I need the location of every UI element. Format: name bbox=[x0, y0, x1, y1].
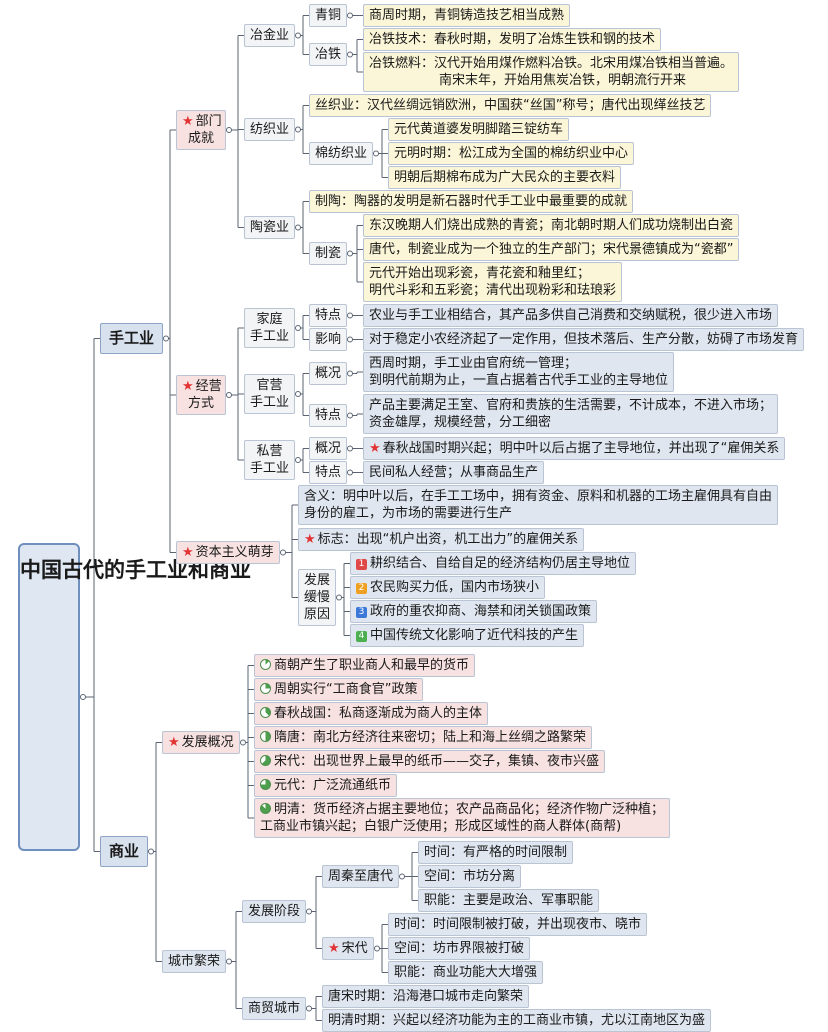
node-capitalism-meaning[interactable]: 含义：明中叶以后，在手工工场中，拥有资金、原料和机器的工场主雇佣具有自由身份的雇… bbox=[298, 485, 779, 525]
topic-official-feature[interactable]: 特点 bbox=[309, 404, 348, 427]
progress-pie-icon bbox=[260, 659, 271, 670]
node-song-space[interactable]: 空间：坊市界限被打破 bbox=[388, 937, 531, 960]
topic-zhouqin-tang[interactable]: 周秦至唐代 bbox=[322, 865, 400, 888]
star-icon: ★ bbox=[328, 941, 340, 956]
topic-city-prosperity[interactable]: 城市繁荣 bbox=[162, 950, 227, 973]
topic-porcelain[interactable]: 制瓷 bbox=[309, 242, 348, 265]
node-cotton-1[interactable]: 元代黄道婆发明脚踏三锭纺车 bbox=[388, 118, 570, 141]
node-overview-shang[interactable]: 商朝产生了职业商人和最早的货币 bbox=[254, 654, 476, 677]
node-cotton-2[interactable]: 元明时期：松江成为全国的棉纺织业中心 bbox=[388, 142, 635, 165]
node-overview-suitang[interactable]: 隋唐：南北方经济往来密切；陆上和海上丝绸之路繁荣 bbox=[254, 726, 593, 749]
node-bronze-detail[interactable]: 商周时期，青铜铸造技艺相当成熟 bbox=[363, 4, 571, 27]
topic-private-handicraft[interactable]: 私营手工业 bbox=[244, 440, 296, 480]
root-topic[interactable]: 中国古代的手工业和商业 bbox=[18, 543, 251, 851]
topic-capitalism-sprouts[interactable]: ★资本主义萌芽 bbox=[176, 541, 280, 564]
node-overview-song[interactable]: 宋代：出现世界上最早的纸币——交子，集镇、夜市兴盛 bbox=[254, 750, 606, 773]
star-icon: ★ bbox=[304, 532, 316, 547]
node-private-feature[interactable]: 民间私人经营；从事商品生产 bbox=[363, 461, 545, 484]
star-icon: ★ bbox=[182, 545, 194, 560]
topic-private-overview[interactable]: 概况 bbox=[309, 437, 348, 460]
topic-cotton[interactable]: 棉纺织业 bbox=[309, 142, 374, 165]
topic-business-modes[interactable]: ★经营方式 bbox=[176, 375, 226, 415]
progress-pie-icon bbox=[260, 683, 271, 694]
topic-textile[interactable]: 纺织业 bbox=[244, 118, 296, 141]
topic-sector-achievements[interactable]: ★部门成就 bbox=[176, 110, 226, 150]
topic-household-feature[interactable]: 特点 bbox=[309, 304, 348, 327]
node-trade-mingqing[interactable]: 明清时期：兴起以经济功能为主的工商业市镇，尤以江南地区为盛 bbox=[322, 1009, 712, 1032]
topic-household-handicraft[interactable]: 家庭手工业 bbox=[244, 308, 296, 348]
star-icon: ★ bbox=[369, 441, 381, 456]
node-overview-mingqing[interactable]: 明清：货币经济占据主要地位；农产品商品化；经济作物广泛种植；工商业市镇兴起；白银… bbox=[254, 798, 671, 838]
topic-development-overview[interactable]: ★发展概况 bbox=[162, 731, 240, 754]
number-4-icon: 4 bbox=[356, 631, 367, 642]
node-zhouqin-function[interactable]: 职能：主要是政治、军事职能 bbox=[418, 889, 600, 912]
topic-official-overview[interactable]: 概况 bbox=[309, 362, 348, 385]
number-3-icon: 3 bbox=[356, 607, 367, 618]
node-overview-zhou[interactable]: 周朝实行“工商食官”政策 bbox=[254, 678, 424, 701]
star-icon: ★ bbox=[168, 735, 180, 750]
node-iron-fuel[interactable]: 冶铁燃料：汉代开始用煤作燃料冶铁。北宋用煤冶铁相当普遍。 南宋末年，开始用焦炭冶… bbox=[363, 52, 740, 92]
number-1-icon: 1 bbox=[356, 559, 367, 570]
node-official-overview[interactable]: 西周时期，手工业由官府统一管理；到明代前期为止，一直占据着古代手工业的主导地位 bbox=[363, 352, 675, 392]
topic-bronze[interactable]: 青铜 bbox=[309, 4, 348, 27]
progress-pie-icon bbox=[260, 707, 271, 718]
node-official-feature[interactable]: 产品主要满足王室、官府和贵族的生活需要，不计成本，不进入市场；资金雄厚，规模经营… bbox=[363, 394, 779, 434]
topic-household-impact[interactable]: 影响 bbox=[309, 328, 348, 351]
topic-official-handicraft[interactable]: 官营手工业 bbox=[244, 374, 296, 414]
node-overview-yuan[interactable]: 元代：广泛流通纸币 bbox=[254, 774, 398, 797]
topic-song-dynasty[interactable]: ★宋代 bbox=[322, 937, 374, 960]
topic-handicraft[interactable]: 手工业 bbox=[100, 323, 164, 354]
node-porcelain-2[interactable]: 唐代，制瓷业成为一个独立的生产部门；宋代景德镇成为“瓷都” bbox=[363, 238, 740, 261]
node-pottery[interactable]: 制陶：陶器的发明是新石器时代手工业中最重要的成就 bbox=[309, 190, 634, 213]
node-overview-chunqiu[interactable]: 春秋战国：私商逐渐成为商人的主体 bbox=[254, 702, 489, 725]
node-zhouqin-time[interactable]: 时间：有严格的时间限制 bbox=[418, 841, 574, 864]
number-2-icon: 2 bbox=[356, 583, 367, 594]
topic-commerce[interactable]: 商业 bbox=[100, 836, 149, 867]
progress-pie-icon bbox=[260, 731, 271, 742]
node-song-function[interactable]: 职能：商业功能大大增强 bbox=[388, 961, 544, 984]
topic-development-stages[interactable]: 发展阶段 bbox=[242, 900, 307, 923]
node-household-feature[interactable]: 农业与手工业相结合，其产品多供自己消费和交纳赋税，很少进入市场 bbox=[363, 304, 779, 327]
node-zhouqin-space[interactable]: 空间：市坊分离 bbox=[418, 865, 522, 888]
node-trade-tangsong[interactable]: 唐宋时期：沿海港口城市走向繁荣 bbox=[322, 985, 530, 1008]
star-icon: ★ bbox=[182, 379, 194, 394]
node-silk[interactable]: 丝织业：汉代丝绸远销欧洲，中国获“丝国”称号；唐代出现缂丝技艺 bbox=[309, 94, 712, 117]
node-porcelain-3[interactable]: 元代开始出现彩瓷，青花瓷和釉里红； 明代斗彩和五彩瓷；清代出现粉彩和珐琅彩 bbox=[363, 262, 623, 302]
progress-pie-icon bbox=[260, 779, 271, 790]
progress-pie-icon bbox=[260, 755, 271, 766]
topic-slow-development-reasons[interactable]: 发展缓慢原因 bbox=[298, 569, 337, 626]
node-porcelain-1[interactable]: 东汉晚期人们烧出成熟的青瓷；南北朝时期人们成功烧制出白瓷 bbox=[363, 214, 740, 237]
node-song-time[interactable]: 时间：时间限制被打破，并出现夜市、晓市 bbox=[388, 913, 648, 936]
node-private-overview[interactable]: ★春秋战国时期兴起；明中叶以后占据了主导地位，并出现了“雇佣关系 bbox=[363, 437, 786, 460]
progress-pie-icon bbox=[260, 803, 271, 814]
node-household-impact[interactable]: 对于稳定小农经济起了一定作用，但技术落后、生产分散，妨碍了市场发育 bbox=[363, 328, 805, 351]
topic-iron[interactable]: 冶铁 bbox=[309, 43, 348, 66]
topic-metallurgy[interactable]: 冶金业 bbox=[244, 24, 296, 47]
node-cotton-3[interactable]: 明朝后期棉布成为广大民众的主要衣料 bbox=[388, 166, 622, 189]
star-icon: ★ bbox=[182, 114, 194, 129]
topic-private-feature[interactable]: 特点 bbox=[309, 461, 348, 484]
topic-ceramics[interactable]: 陶瓷业 bbox=[244, 216, 296, 239]
node-capitalism-sign[interactable]: ★标志：出现“机户出资，机工出力”的雇佣关系 bbox=[298, 528, 585, 551]
topic-trade-cities[interactable]: 商贸城市 bbox=[242, 997, 307, 1020]
node-iron-tech[interactable]: 冶铁技术：春秋时期，发明了冶炼生铁和钢的技术 bbox=[363, 28, 662, 51]
